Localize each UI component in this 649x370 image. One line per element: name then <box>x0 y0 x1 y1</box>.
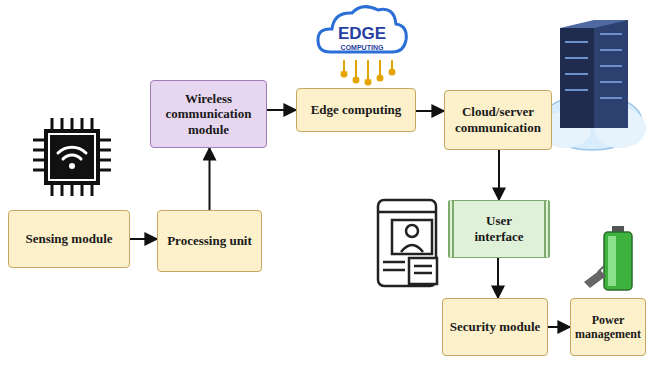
edge-cloud-logo <box>318 7 406 85</box>
text-group: Processing unit <box>167 233 252 249</box>
flow-arrow <box>548 326 570 328</box>
edge-box: Edge computing <box>296 88 416 132</box>
security-box: Security module <box>442 298 548 356</box>
box-label: Processing unit <box>167 233 252 249</box>
text-group: Cloud/server communication <box>451 104 545 135</box>
flow-arrow <box>209 148 211 210</box>
text-group: Power management <box>573 313 643 342</box>
interface-box: User interface <box>448 200 550 258</box>
sensing-box: Sensing module <box>8 210 130 268</box>
power-box: Power management <box>570 298 646 356</box>
battery-icon <box>584 226 632 290</box>
box-label: Power management <box>573 313 643 342</box>
flow-arrow <box>130 238 157 240</box>
flow-arrow <box>497 258 499 298</box>
wireless-box: Wireless communication module <box>150 80 267 148</box>
text-group: User interface <box>460 213 538 244</box>
server-cloud-illustration <box>539 20 646 150</box>
box-label: Wireless communication module <box>157 91 260 138</box>
cloud-box: Cloud/server communication <box>444 90 552 150</box>
flow-arrow <box>498 150 500 200</box>
logo-text: EDGE <box>338 24 386 44</box>
box-label: Edge computing <box>311 102 402 118</box>
text-group: Sensing module <box>25 231 112 247</box>
box-label: Cloud/server communication <box>451 104 545 135</box>
text-group: Security module <box>450 319 541 335</box>
flow-arrow <box>416 110 444 112</box>
user-interface-icon <box>378 200 437 286</box>
text-group: Edge computing <box>311 102 402 118</box>
chip-icon <box>33 118 111 196</box>
text-group: Wireless communication module <box>157 91 260 138</box>
box-label: User interface <box>460 213 538 244</box>
flow-arrow <box>267 109 296 111</box>
box-label: Sensing module <box>25 231 112 247</box>
processing-box: Processing unit <box>157 210 262 272</box>
logo-subtext: COMPUTING <box>341 44 384 51</box>
box-label: Security module <box>450 319 541 335</box>
